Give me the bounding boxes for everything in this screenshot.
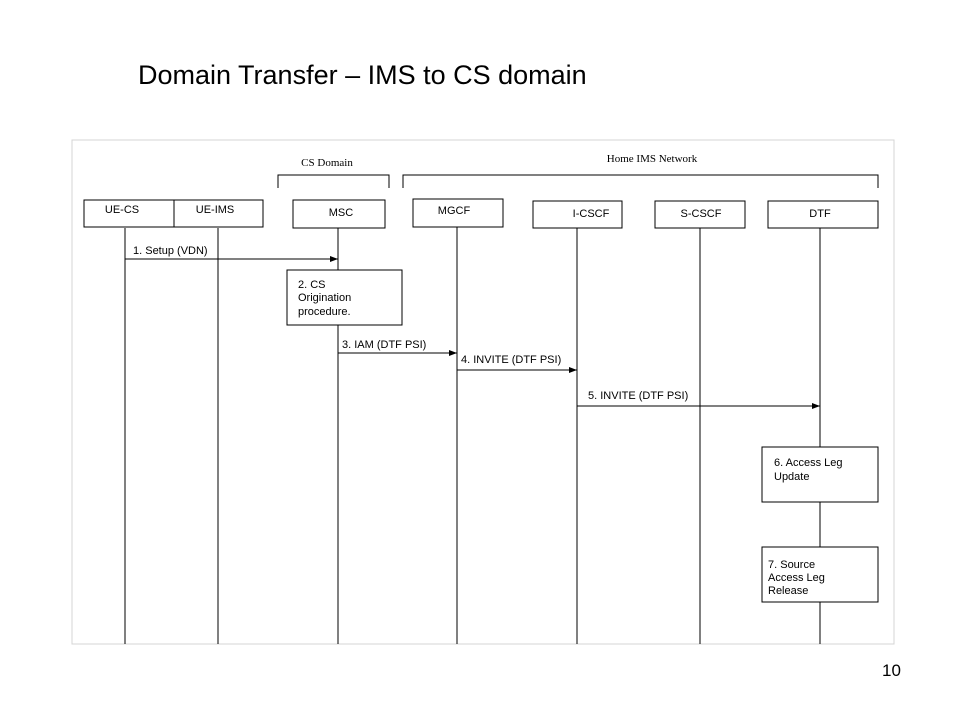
entity-msc: MSC [292, 199, 386, 229]
procedure-2-line-3: procedure. [298, 306, 351, 318]
message-label-1: 1. Setup (VDN) [133, 245, 208, 257]
procedure-7: 7. Source Access Leg Release [761, 546, 879, 603]
message-label-5: 5. INVITE (DTF PSI) [588, 390, 688, 402]
procedure-7-line-2: Access Leg [768, 572, 825, 584]
procedure-2: 2. CS Origination procedure. [286, 269, 403, 326]
domain-label-home-ims: Home IMS Network [607, 153, 698, 165]
message-4: 4. INVITE (DTF PSI) [457, 354, 577, 373]
message-label-3: 3. IAM (DTF PSI) [342, 339, 426, 351]
domain-bracket-home-ims: Home IMS Network [402, 153, 879, 188]
entity-i-cscf: I-CSCF [532, 200, 623, 229]
message-3: 3. IAM (DTF PSI) [338, 339, 457, 356]
entity-label-dtf: DTF [809, 208, 831, 220]
procedure-6: 6. Access Leg Update [761, 446, 879, 503]
diagram-frame [71, 139, 895, 645]
entity-s-cscf: S-CSCF [654, 200, 746, 229]
entity-label-i-cscf: I-CSCF [573, 208, 610, 220]
message-5: 5. INVITE (DTF PSI) [577, 390, 820, 409]
entity-mgcf: MGCF [412, 198, 504, 228]
entity-ue-ims: UE-IMS [173, 199, 264, 228]
procedure-6-line-1: 6. Access Leg [774, 457, 843, 469]
entity-dtf: DTF [767, 200, 879, 229]
message-label-4: 4. INVITE (DTF PSI) [461, 354, 561, 366]
procedure-7-line-1: 7. Source [768, 559, 815, 571]
entity-label-ue-ims: UE-IMS [196, 204, 235, 216]
slide-title: Domain Transfer – IMS to CS domain [138, 60, 587, 90]
procedure-6-line-2: Update [774, 471, 809, 483]
procedure-7-line-3: Release [768, 585, 808, 597]
entity-label-ue-cs: UE-CS [105, 204, 139, 216]
entity-label-msc: MSC [329, 207, 354, 219]
entity-label-mgcf: MGCF [438, 205, 471, 217]
message-1: 1. Setup (VDN) [125, 245, 338, 262]
lifelines [124, 227, 821, 644]
entity-label-s-cscf: S-CSCF [681, 208, 722, 220]
page-number: 10 [882, 661, 901, 680]
domain-bracket-cs: CS Domain [277, 157, 390, 188]
domain-label-cs: CS Domain [301, 157, 353, 169]
procedure-2-line-2: Origination [298, 292, 351, 304]
procedure-2-line-1: 2. CS [298, 279, 326, 291]
entity-ue-cs: UE-CS [83, 199, 175, 228]
